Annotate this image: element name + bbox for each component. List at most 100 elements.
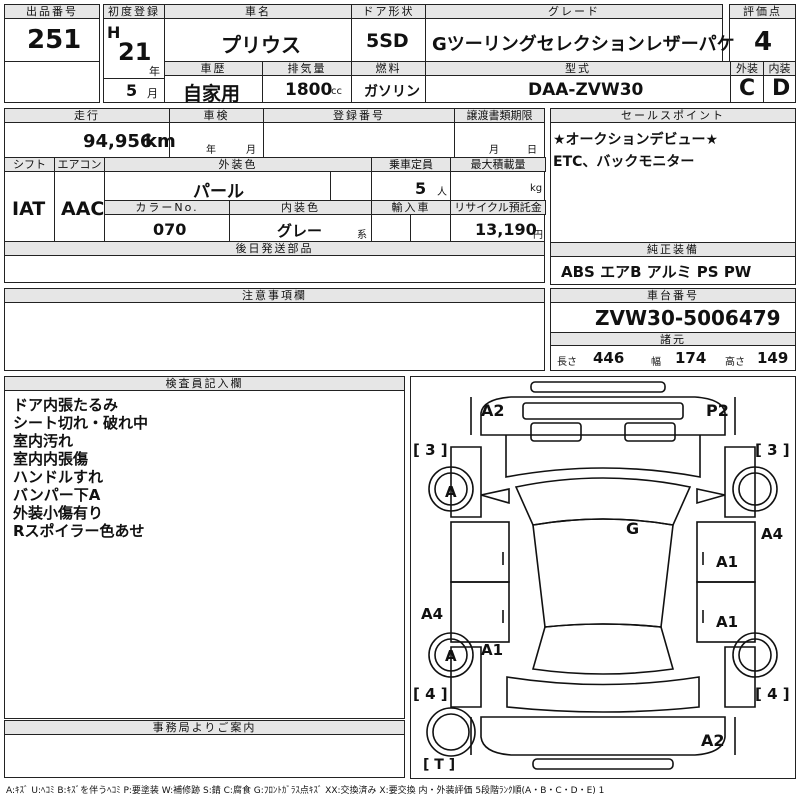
car-diagram: A2 P2 [ 3 ] [ 3 ] A G A4 A1 A4 A1 A1 A [… (410, 376, 796, 779)
seats-unit: 人 (437, 187, 447, 198)
score-cell: 評価点 4 (729, 4, 796, 62)
equip-label: 純正装備 (550, 242, 796, 257)
spare-tire-label: [ T ] (423, 757, 456, 773)
grade-label: グレード (425, 4, 723, 19)
load-label: 最大積載量 (450, 157, 546, 172)
lot-number: 251 (27, 25, 82, 55)
ac: AAC (61, 198, 105, 220)
length: 446 (593, 349, 625, 367)
insp-month-unit: 月 (246, 145, 256, 156)
ac-label: エアコン (54, 157, 105, 172)
history-label: 車歴 (164, 61, 263, 76)
inspector-label: 検査員記入欄 (4, 376, 405, 391)
bracket-top-left: [ 3 ] (413, 441, 448, 459)
mark-a2-rear: A2 (701, 731, 725, 750)
transfer-day-unit: 日 (527, 145, 537, 156)
inspector-note: バンパー下A (13, 486, 101, 504)
disp-cell: 排気量 1800 cc (262, 61, 352, 103)
colorno-label: カラーNo. (104, 200, 230, 215)
reg-year: 21 (118, 38, 152, 66)
door-type: 5SD (366, 30, 409, 52)
recycle-label: リサイクル預託金 (450, 200, 546, 215)
int-cell: 内装 D (763, 61, 796, 103)
inspection-label: 車検 (169, 108, 264, 123)
mark-a1-right-front: A1 (716, 553, 739, 571)
inspector-note: シート切れ・破れ中 (13, 414, 149, 432)
intcolor-label: 内装色 (229, 200, 372, 215)
fuel: ガソリン (364, 84, 420, 100)
mark-tire-front-left: A (445, 483, 457, 501)
transfer-label: 譲渡書類期限 (454, 108, 545, 123)
bracket-bottom-right: [ 4 ] (755, 685, 790, 703)
int-label: 内装 (763, 61, 796, 76)
office-label: 事務局よりご案内 (4, 720, 405, 735)
insp-year-unit: 年 (206, 145, 216, 156)
disp-label: 排気量 (262, 61, 352, 76)
notes-cell: 注意事項欄 (4, 288, 545, 371)
mark-tire-rear-left: A (445, 647, 457, 665)
sales-point-2: ETC、バックモニター (553, 154, 695, 170)
load-unit: kg (530, 183, 543, 194)
mileage-label: 走行 (4, 108, 170, 123)
inspection-cell: 車検 年 月 (169, 108, 264, 158)
inspector-note: ドア内張たるみ (13, 396, 119, 414)
chassis-cell: 車台番号 ZVW30-5006479 諸元 長さ 446 幅 174 高さ 14… (550, 288, 796, 371)
inspector-note: 室内汚れ (13, 432, 74, 450)
color-label: 外装色 (104, 157, 372, 172)
inspector-note: 外装小傷有り (13, 504, 104, 522)
sales-point-1: ★オークションデビュー★ (553, 132, 719, 148)
reg-label: 初度登録 (103, 4, 165, 19)
transfer-cell: 譲渡書類期限 月 日 (454, 108, 545, 158)
reg-year-unit: 年 (149, 65, 160, 78)
spec-block: シフト エアコン 外装色 乗車定員 最大積載量 IAT AAC パール 5 人 … (4, 157, 546, 242)
history: 自家用 (183, 83, 241, 105)
shift-label: シフト (4, 157, 55, 172)
transfer-month-unit: 月 (489, 145, 499, 156)
intcolor: グレー (277, 222, 323, 240)
inspector-cell: 検査員記入欄 ドア内張たるみ シート切れ・破れ中 室内汚れ 室内内張傷 ハンドル… (4, 376, 405, 719)
reg-month: 5 (126, 81, 138, 100)
grade-cell: グレード Gツーリングセレクションレザーパケ (425, 4, 735, 62)
colorno: 070 (153, 220, 187, 239)
ext-label: 外装 (730, 61, 764, 76)
regno-cell: 登録番号 (263, 108, 455, 158)
name-cell: 車名 プリウス (164, 4, 352, 62)
reg-cell: 初度登録 H 21 年 5 月 (103, 4, 165, 103)
door-cell: ドア形状 5SD (351, 4, 426, 62)
mark-g-windshield: G (626, 519, 640, 538)
mark-p2-front: P2 (706, 401, 729, 420)
mark-a1-right-rear: A1 (716, 613, 739, 631)
car-outline (426, 381, 778, 770)
mileage: 94,956 (83, 131, 153, 152)
ext-cell: 外装 C (730, 61, 764, 103)
ext-grade: C (739, 76, 756, 101)
model-label: 型式 (425, 61, 731, 76)
mark-a1-left-rear: A1 (481, 641, 504, 659)
sales-cell: セールスポイント ★オークションデビュー★ ETC、バックモニター 純正装備 A… (550, 108, 796, 285)
mileage-cell: 走行 94,956 km (4, 108, 176, 158)
history-cell: 車歴 自家用 (164, 61, 263, 105)
lot-label: 出品番号 (4, 4, 100, 19)
recycle-unit: 円 (533, 230, 543, 241)
regno-label: 登録番号 (263, 108, 455, 123)
sales-label: セールスポイント (550, 108, 796, 123)
door-label: ドア形状 (351, 4, 426, 19)
fuel-label: 燃料 (351, 61, 426, 76)
mark-a4-left: A4 (421, 605, 444, 623)
import-label: 輸入車 (371, 200, 451, 215)
model-cell: 型式 DAA-ZVW30 (425, 61, 731, 103)
reg-era: H (107, 23, 121, 42)
bracket-top-right: [ 3 ] (755, 441, 790, 459)
shift: IAT (12, 198, 46, 220)
mark-a4-right: A4 (761, 525, 784, 543)
equipment: ABS エアB アルミ PS PW (561, 263, 752, 281)
inspector-note: 室内内張傷 (13, 450, 89, 468)
lot-cell: 出品番号 251 (4, 4, 100, 62)
name-label: 車名 (164, 4, 352, 19)
bracket-bottom-left: [ 4 ] (413, 685, 448, 703)
int-grade: D (772, 76, 791, 101)
displacement: 1800 (285, 80, 333, 100)
office-cell: 事務局よりご案内 (4, 720, 405, 778)
grade: Gツーリングセレクションレザーパケ (432, 34, 735, 55)
intcolor-suffix: 系 (357, 230, 367, 241)
